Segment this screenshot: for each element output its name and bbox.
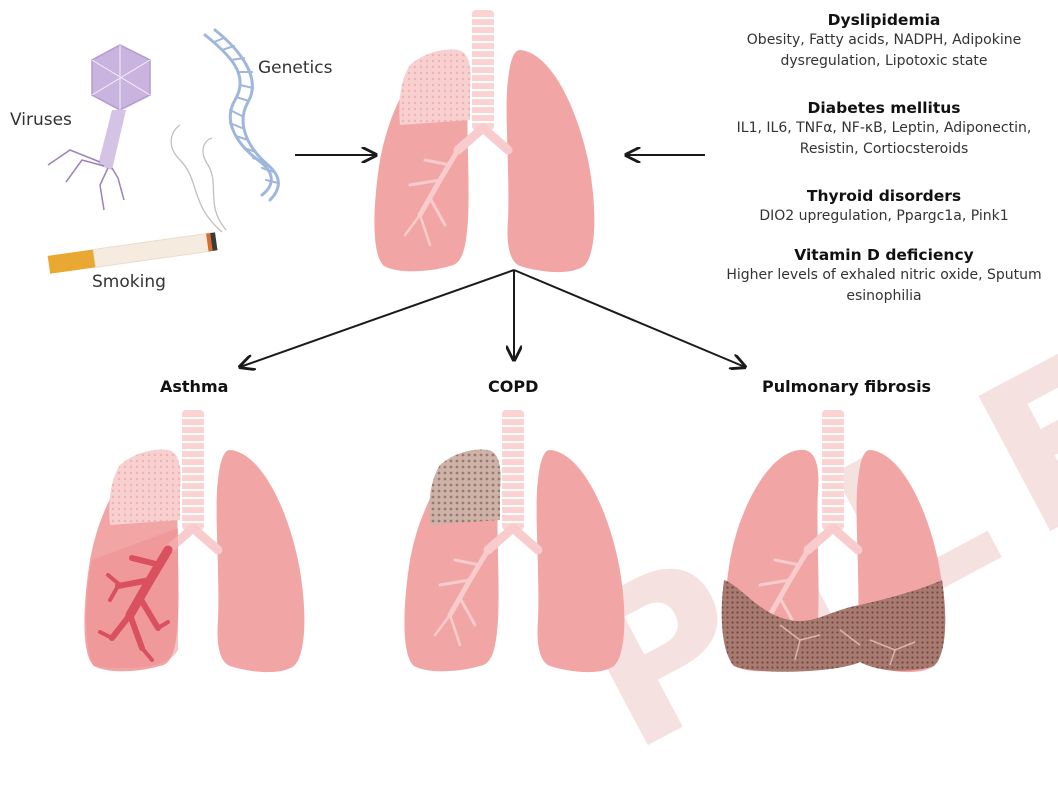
arrows-to-outcomes [240, 270, 745, 367]
cigarette-icon [48, 125, 226, 274]
lungs-fibrosis [722, 410, 946, 672]
factor-desc: IL1, IL6, TNFα, NF-κB, Leptin, Adiponect… [714, 118, 1054, 160]
factor-title: Diabetes mellitus [714, 98, 1054, 118]
heading-asthma: Asthma [160, 377, 228, 396]
label-viruses: Viruses [10, 110, 72, 130]
lungs-normal [374, 10, 594, 272]
factor-desc: Higher levels of exhaled nitric oxide, S… [714, 265, 1054, 307]
factor-title: Dyslipidemia [714, 10, 1054, 30]
factor-title: Thyroid disorders [714, 186, 1054, 206]
factor-title: Vitamin D deficiency [714, 245, 1054, 265]
factor-thyroid: Thyroid disorders DIO2 upregulation, Ppa… [714, 186, 1054, 227]
dna-icon [205, 30, 278, 200]
factor-diabetes: Diabetes mellitus IL1, IL6, TNFα, NF-κB,… [714, 98, 1054, 160]
heading-pulmonary-fibrosis: Pulmonary fibrosis [762, 377, 931, 396]
factor-dyslipidemia: Dyslipidemia Obesity, Fatty acids, NADPH… [714, 10, 1054, 72]
factor-vitamin-d: Vitamin D deficiency Higher levels of ex… [714, 245, 1054, 307]
factor-desc: DIO2 upregulation, Ppargc1a, Pink1 [714, 206, 1054, 227]
heading-copd: COPD [488, 377, 538, 396]
factor-desc: Obesity, Fatty acids, NADPH, Adipokine d… [714, 30, 1054, 72]
label-smoking: Smoking [92, 272, 166, 292]
lungs-asthma [84, 410, 304, 672]
label-genetics: Genetics [258, 58, 332, 78]
lungs-copd [404, 410, 624, 672]
